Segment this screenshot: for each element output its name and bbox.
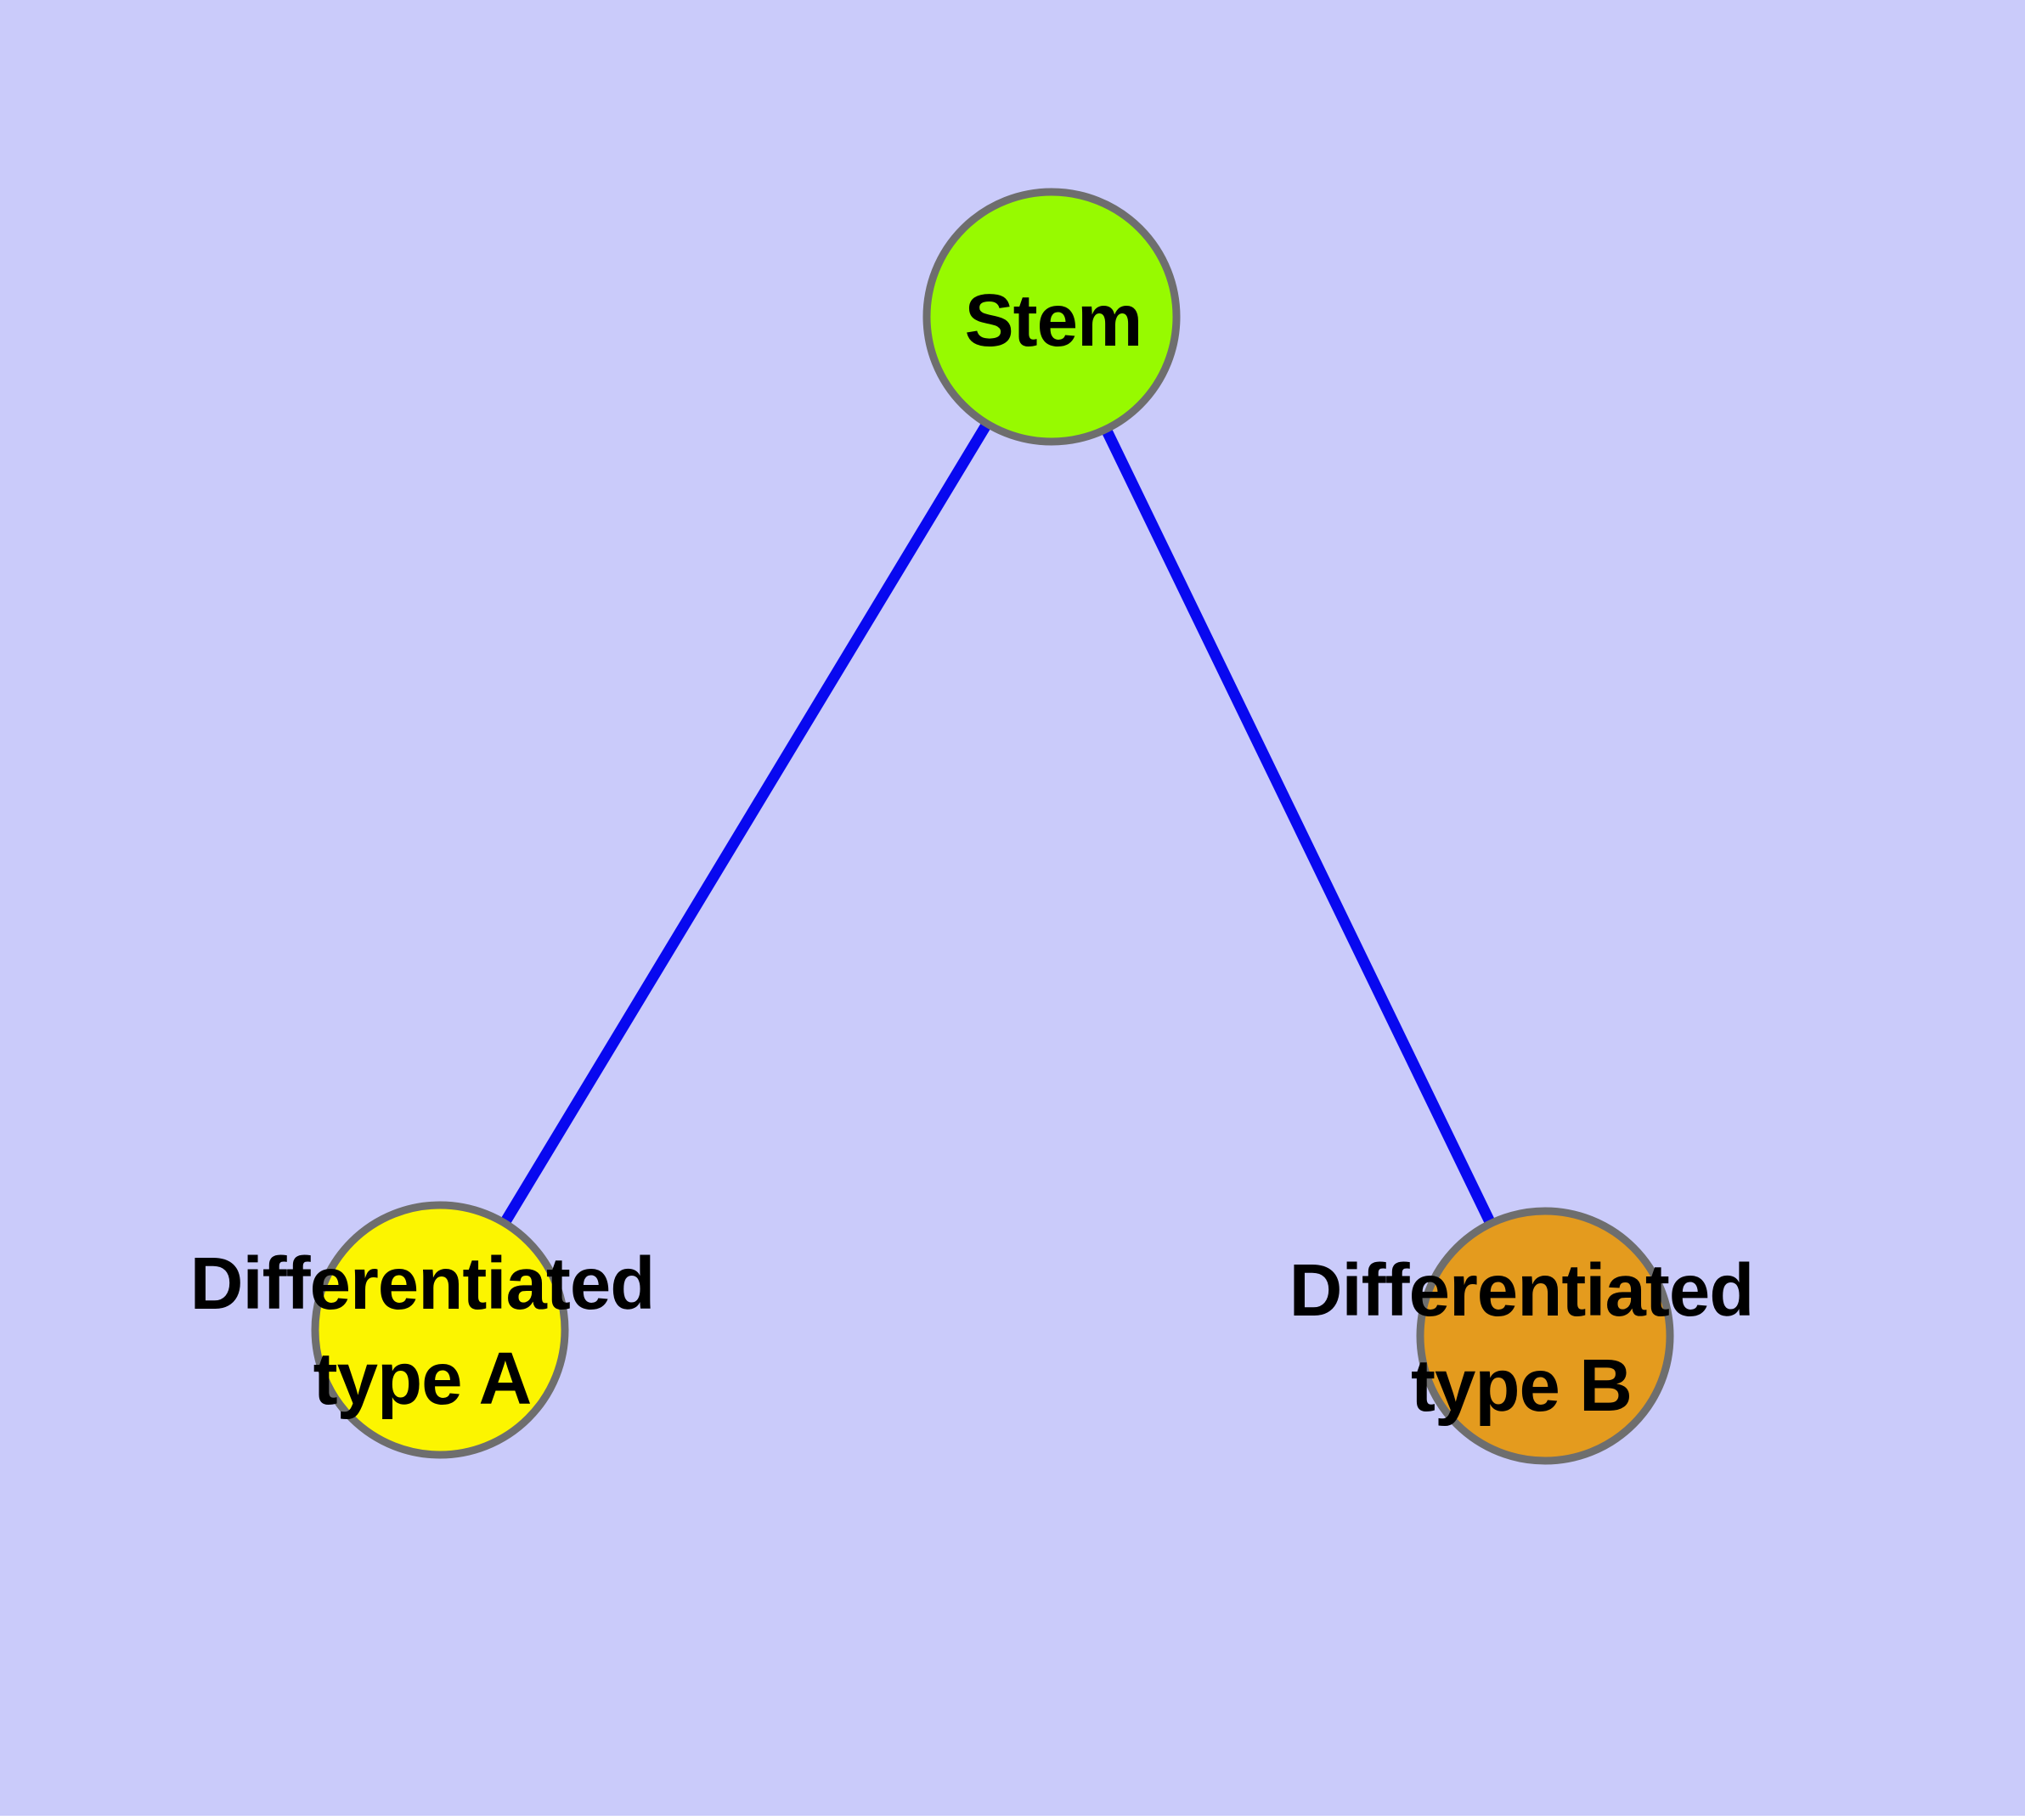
node-stem-circle (922, 188, 1181, 446)
node-type-b-circle (1416, 1207, 1674, 1465)
edge-stem-to-type-b (1046, 314, 1550, 1338)
node-type-a-circle (311, 1201, 569, 1459)
edge-stem-to-type-a (435, 313, 1057, 1333)
